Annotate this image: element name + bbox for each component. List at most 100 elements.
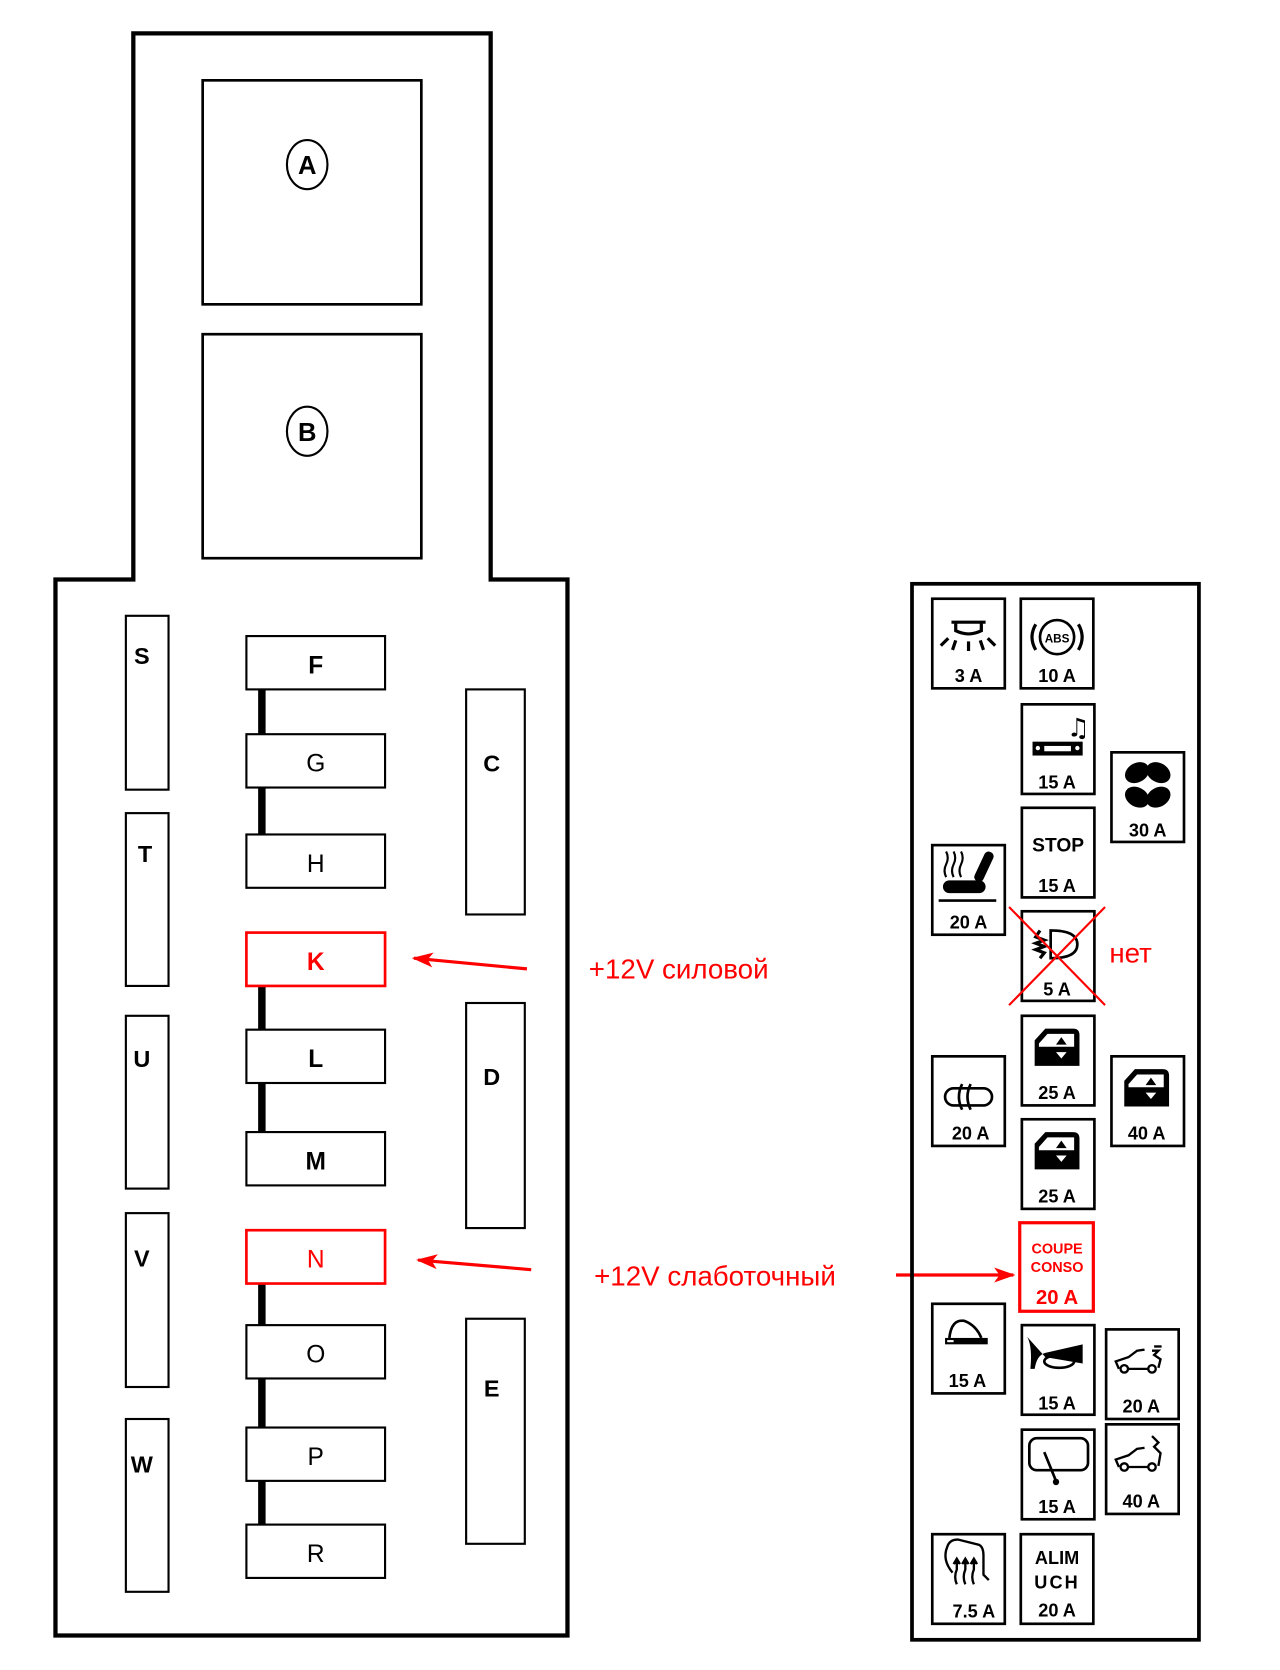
slot-u[interactable]: U [124,1014,170,1190]
fuse-radio[interactable]: ♫ 15 A [1020,703,1096,796]
fuse-rating: 7.5 A [953,1601,996,1621]
fuse-window-main[interactable]: 40 A [1110,1054,1186,1148]
fuse-window-1[interactable]: 25 A [1020,1014,1096,1107]
power-window-icon [1034,1028,1080,1066]
svg-text:ABS: ABS [1045,632,1070,645]
stop-text: STOP [1032,836,1084,857]
annotation-power: +12V силовой [411,952,769,984]
fuse-rating: 15 A [1038,773,1076,793]
slot-w[interactable]: W [124,1417,170,1593]
slot-s[interactable]: S [124,614,170,791]
fuse-rating: 20 A [952,1124,990,1144]
fuse-rating: 40 A [1123,1492,1161,1512]
fuse-rating: 10 A [1038,666,1076,686]
wiper-icon [1028,1436,1090,1486]
slot-label: K [307,949,325,976]
fuse-alim-uch[interactable]: ALIM UCH 20 A [1019,1532,1095,1626]
slot-h[interactable]: H [245,833,387,889]
slot-c-label: C [483,751,500,777]
slot-r[interactable]: R [245,1523,387,1579]
arrow-to-k [411,952,528,971]
fuse-stop[interactable]: STOP 15 A [1020,806,1096,899]
interior-light-icon [939,620,997,651]
slot-m[interactable]: M [245,1131,387,1187]
slot-outline [245,1523,387,1579]
fuse-central-lock[interactable]: 20 A [930,1054,1007,1148]
slot-k[interactable]: K [245,931,387,988]
alim-text: ALIM [1035,1548,1079,1568]
fuse-rating: 15 A [1038,876,1076,896]
slot-c[interactable]: C [465,688,526,916]
slot-e-label: E [484,1376,500,1402]
fuse-trailer-power[interactable]: 40 A [1104,1422,1180,1516]
slot-outline [245,635,387,691]
slot-label: H [307,851,325,878]
slot-outline [245,931,387,988]
slot-o[interactable]: O [245,1324,387,1380]
slot-label: L [308,1046,323,1073]
fuse-panel: 3 A ABS 10 A ♫ 15 A [910,581,1201,1642]
fuse-coupe-conso[interactable]: COUPE CONSO 20 A [1018,1221,1095,1313]
slot-g[interactable]: G [245,733,387,789]
fuse-panel-outline [910,581,1201,1642]
fuse-rating: 5 A [1043,980,1071,1000]
fuse-blower[interactable]: 30 A [1110,751,1186,844]
music-note-icon: ♫ [1067,713,1090,743]
trailer-icon [1114,1345,1162,1374]
slot-d[interactable]: D [465,1001,526,1230]
radio-icon: ♫ [1032,713,1090,756]
fuse-interior-light[interactable]: 3 A [930,597,1007,690]
fuse-trailer[interactable]: 20 A [1104,1328,1180,1421]
slot-label: F [308,652,323,679]
power-window-icon [1034,1132,1080,1170]
bus-bars [258,688,266,1525]
fuse-rear-defrost[interactable]: 7.5 A [930,1532,1007,1626]
fuse-rating: 20 A [950,912,988,932]
fuse-rating: 15 A [1038,1497,1076,1517]
fuse-rating: 15 A [949,1371,987,1391]
slot-outline [245,1426,387,1482]
trailer-power-icon [1114,1435,1162,1472]
relay-a-label: A [298,152,316,180]
slot-outline [245,1028,387,1085]
slot-t[interactable]: T [124,812,170,987]
fuse-rating: 25 A [1038,1083,1076,1103]
slot-p[interactable]: P [245,1426,387,1482]
slot-label: N [307,1247,325,1274]
fuse-rating: 3 A [955,666,983,686]
slot-s-label: S [134,643,150,669]
fuse-headlamp-leveling[interactable]: 5 A [1008,906,1106,1006]
fuse-window-2[interactable]: 25 A [1020,1117,1096,1211]
slot-l[interactable]: L [245,1028,387,1085]
slot-outline [245,1131,387,1187]
relay-a[interactable]: A [201,79,423,306]
slot-v[interactable]: V [124,1212,170,1389]
relay-b-label: B [298,419,316,447]
fuse-abs[interactable]: ABS 10 A [1019,597,1095,690]
rear-defrost-icon [944,1538,990,1585]
annotation-low-current: +12V слаботочный [416,1254,1016,1292]
central-locking-icon [943,1083,994,1111]
low-current-label: +12V слаботочный [594,1261,836,1292]
fuse-heated-seat[interactable]: 20 A [930,843,1007,937]
fuse-lighter[interactable]: 15 A [930,1302,1007,1395]
fuse-rating: 25 A [1038,1186,1076,1206]
fan-icon [1124,762,1171,808]
slot-w-label: W [131,1451,154,1477]
center-slots: F G H K L M N OPR [245,635,387,1579]
slot-t-label: T [138,841,153,867]
slot-f[interactable]: F [245,635,387,691]
slot-outline [245,1228,387,1285]
fuse-rating: 30 A [1129,821,1167,841]
fuse-horn[interactable]: 15 A [1020,1323,1096,1417]
slot-d-label: D [483,1064,500,1090]
fuse-rating: 20 A [1036,1287,1078,1309]
slot-e[interactable]: E [465,1317,526,1545]
relay-b[interactable]: B [201,332,423,560]
absent-label: нет [1109,937,1152,968]
conso-text: CONSO [1031,1260,1084,1276]
fuse-wiper[interactable]: 15 A [1020,1428,1096,1521]
slot-outline [245,733,387,789]
arrow-to-n [416,1254,532,1272]
slot-n[interactable]: N [245,1228,387,1285]
